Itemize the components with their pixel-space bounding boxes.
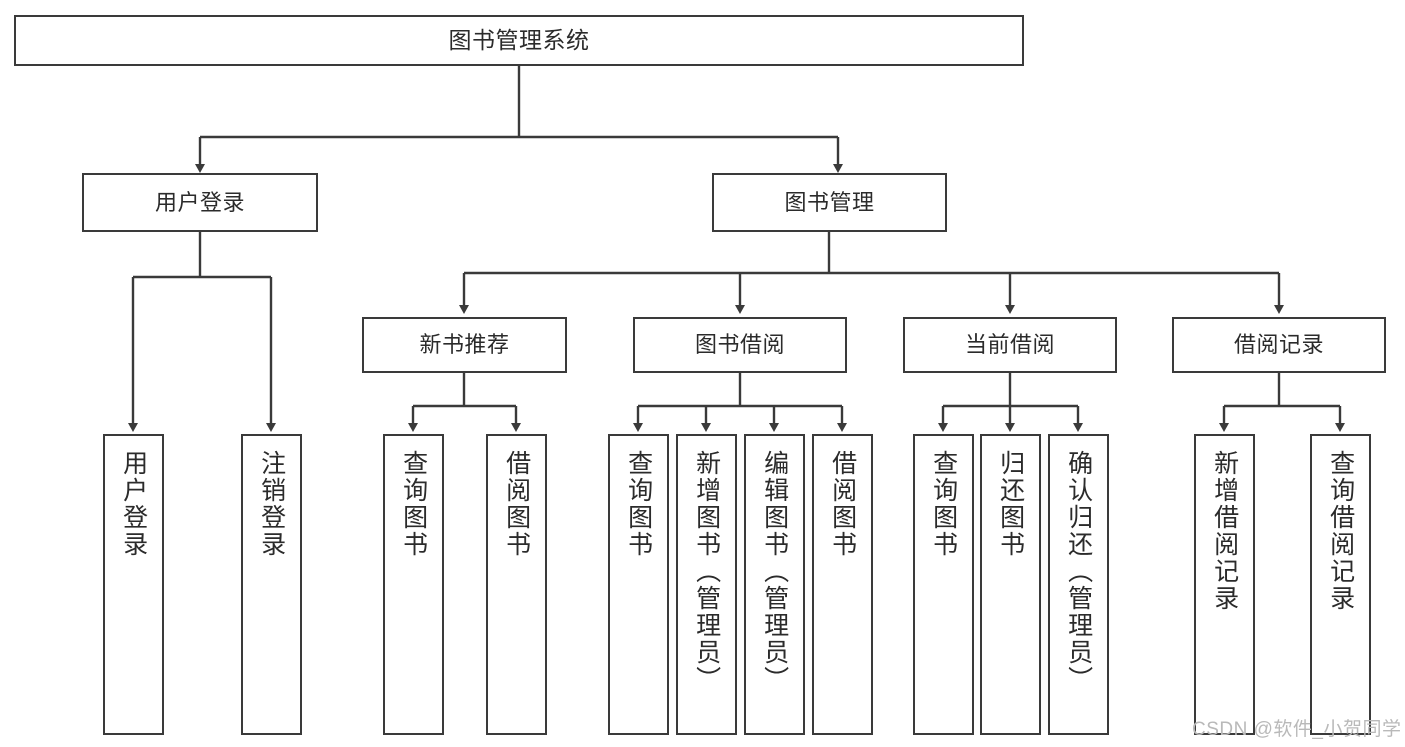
node-current-borrow[interactable]: 当前借阅 [903, 317, 1117, 373]
node-leaf-edit-book-label: 编辑图书（管理员） [760, 450, 789, 693]
node-borrow-record[interactable]: 借阅记录 [1172, 317, 1386, 373]
node-book-management[interactable]: 图书管理 [712, 173, 947, 232]
node-leaf-return-book-label: 归还图书 [996, 450, 1025, 558]
node-leaf-borrow-book-1-label: 借阅图书 [502, 450, 531, 558]
node-leaf-query-record[interactable]: 查询借阅记录 [1310, 434, 1371, 735]
node-leaf-query-book-2[interactable]: 查询图书 [608, 434, 669, 735]
node-leaf-logout[interactable]: 注销登录 [241, 434, 302, 735]
node-root-label: 图书管理系统 [448, 26, 590, 53]
node-leaf-logout-label: 注销登录 [257, 450, 286, 558]
node-leaf-query-book-1[interactable]: 查询图书 [383, 434, 444, 735]
node-user-login-label: 用户登录 [154, 189, 245, 215]
node-new-book-recommend[interactable]: 新书推荐 [362, 317, 567, 373]
node-leaf-query-book-1-label: 查询图书 [399, 450, 428, 558]
node-leaf-user-login[interactable]: 用户登录 [103, 434, 164, 735]
node-leaf-user-login-label: 用户登录 [119, 450, 148, 558]
node-leaf-query-record-label: 查询借阅记录 [1326, 450, 1355, 612]
node-leaf-edit-book[interactable]: 编辑图书（管理员） [744, 434, 805, 735]
node-leaf-return-book[interactable]: 归还图书 [980, 434, 1041, 735]
node-leaf-query-book-3-label: 查询图书 [929, 450, 958, 558]
node-book-management-label: 图书管理 [784, 189, 875, 215]
node-current-borrow-label: 当前借阅 [964, 332, 1055, 358]
node-book-borrow[interactable]: 图书借阅 [633, 317, 847, 373]
node-leaf-add-book-label: 新增图书（管理员） [692, 450, 721, 693]
node-book-borrow-label: 图书借阅 [694, 332, 785, 358]
node-user-login[interactable]: 用户登录 [82, 173, 318, 232]
node-leaf-query-book-2-label: 查询图书 [624, 450, 653, 558]
watermark-csdn: CSDN @软件_小贺同学 [1192, 719, 1402, 740]
node-leaf-add-record-label: 新增借阅记录 [1210, 450, 1239, 612]
node-leaf-confirm-return[interactable]: 确认归还（管理员） [1048, 434, 1109, 735]
node-new-book-recommend-label: 新书推荐 [419, 332, 510, 358]
node-leaf-add-record[interactable]: 新增借阅记录 [1194, 434, 1255, 735]
node-leaf-borrow-book-2-label: 借阅图书 [828, 450, 857, 558]
node-leaf-add-book[interactable]: 新增图书（管理员） [676, 434, 737, 735]
node-root[interactable]: 图书管理系统 [14, 15, 1024, 66]
node-leaf-borrow-book-1[interactable]: 借阅图书 [486, 434, 547, 735]
node-leaf-confirm-return-label: 确认归还（管理员） [1064, 450, 1093, 693]
node-leaf-query-book-3[interactable]: 查询图书 [913, 434, 974, 735]
node-leaf-borrow-book-2[interactable]: 借阅图书 [812, 434, 873, 735]
node-borrow-record-label: 借阅记录 [1233, 332, 1324, 358]
